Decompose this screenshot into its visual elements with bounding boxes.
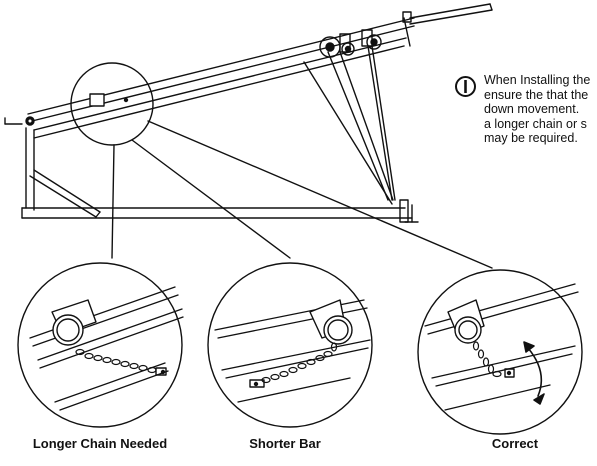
lip-hinge-assembly [319,29,382,58]
caption-longer-chain: Longer Chain Needed [32,436,168,451]
inset-correct [417,269,583,435]
inset-longer-chain [17,262,184,428]
chain-icon [75,348,157,374]
kick-strut [29,169,101,218]
info-icon: I [455,76,476,97]
chain-icon [472,341,502,378]
support-struts [303,45,396,205]
movement-arrow-icon [523,341,545,405]
leader-lines [111,120,493,269]
lip-plate [402,3,493,25]
note-line: ensure the that the [484,87,589,102]
caption-correct: Correct [491,436,539,451]
note-line: may be required. [484,131,578,145]
caption-shorter-bar: Shorter Bar [249,436,321,451]
inset-shorter-bar [207,262,373,428]
leveler-side-view [4,3,493,223]
chain-icon [261,342,338,384]
base-frame [4,117,419,223]
note-line: a longer chain or s [484,116,587,131]
note-line: down movement. [484,102,580,116]
chain-bracket [89,93,129,107]
instruction-note: When Installing the ensure the that the … [484,73,597,146]
detail-callout-circle [70,62,154,146]
note-line: When Installing the [484,73,591,87]
